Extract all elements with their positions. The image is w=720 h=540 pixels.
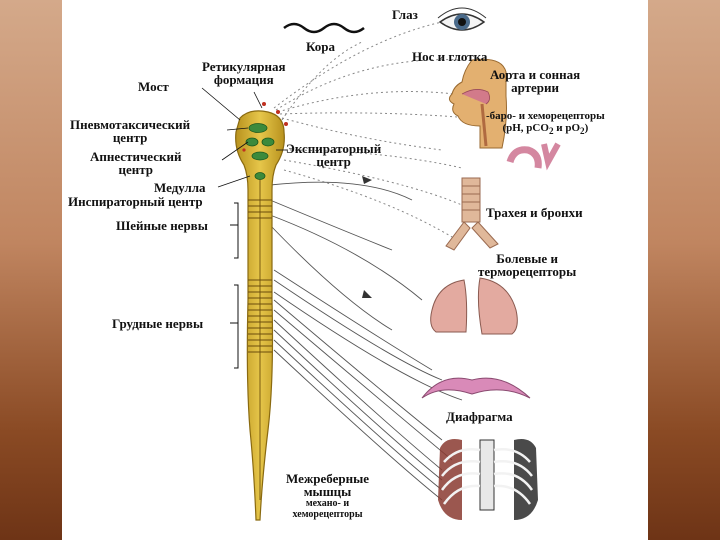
label-cortex: Кора <box>306 39 336 54</box>
label-inspiratory-center: Инспираторный центр <box>68 194 203 209</box>
ribcage-illustration <box>438 439 538 520</box>
label-reticular-formation: Ретикулярная формация <box>202 60 285 86</box>
label-apneustic-line2: центр <box>118 162 153 177</box>
label-baro-ph-pco: (pH, pCO <box>502 122 549 134</box>
diagram-graphics <box>201 7 561 521</box>
label-diaphragm: Диафрагма <box>446 409 513 424</box>
label-expiratory-line1: Экспираторный <box>286 141 382 156</box>
label-pain-line1: Болевые и <box>496 251 558 266</box>
head-illustration <box>448 58 507 149</box>
label-baro-po: и pO <box>553 122 581 134</box>
receptor-dots <box>242 102 288 152</box>
label-aorta: Аорта и сонная артерии <box>490 68 580 94</box>
respiratory-centers <box>245 123 275 180</box>
lungs-illustration <box>430 277 518 335</box>
label-expiratory-line2: центр <box>316 154 351 169</box>
label-intercostal-line1: Межреберные <box>286 471 370 486</box>
brackets <box>230 202 239 369</box>
diaphragm-illustration <box>421 377 531 399</box>
leader-lines <box>201 87 288 188</box>
label-pain-line2: терморецепторы <box>478 264 577 279</box>
label-intercostal-line2: мышцы <box>303 484 352 499</box>
slide-canvas: Глаз Кора Ретикулярная формация Мост Нос… <box>62 0 648 540</box>
label-eye: Глаз <box>392 7 418 22</box>
nerve-arrows <box>362 176 372 298</box>
label-pneumotaxic-center: Пневмотаксический центр <box>70 118 190 144</box>
label-apneustic-line1: Апнестический <box>90 149 182 164</box>
label-aorta-line1: Аорта и сонная <box>490 67 581 82</box>
label-baro-sub2: 2 <box>580 126 585 137</box>
nerve-roots <box>248 199 272 353</box>
trachea-illustration <box>445 177 499 251</box>
label-intercostal-muscles: Межреберные мышцы механо- и хеморецептор… <box>286 472 369 520</box>
label-baro-chemoreceptors: -баро- и хеморецепторы (pH, pCO2 и pO2) <box>486 110 605 137</box>
label-reticular-line1: Ретикулярная <box>202 59 286 74</box>
label-pneumo-line2: центр <box>112 130 148 145</box>
label-reticular-line2: формация <box>213 72 274 87</box>
label-cervical-nerves: Шейные нервы <box>116 218 208 233</box>
label-thoracic-nerves: Грудные нервы <box>112 316 204 331</box>
label-pons: Мост <box>138 79 169 94</box>
eye-icon <box>437 7 487 31</box>
label-intercostal-line4: хеморецепторы <box>292 509 363 520</box>
label-baro-line2: (pH, pCO2 и pO2) <box>486 122 605 137</box>
label-pneumo-line1: Пневмотаксический <box>70 117 191 132</box>
label-baro-line1: -баро- и хеморецепторы <box>486 110 605 122</box>
label-medulla: Медулла <box>154 180 206 195</box>
cortex-line <box>283 22 365 34</box>
label-baro-end: ) <box>584 122 589 134</box>
label-pain-thermoreceptors: Болевые и терморецепторы <box>478 252 576 278</box>
label-trachea-bronchi: Трахея и бронхи <box>486 205 583 220</box>
label-baro-sub1: 2 <box>548 126 554 137</box>
label-apneustic-center: Апнестический центр <box>90 150 181 176</box>
efferent-nerve-lines <box>269 181 463 501</box>
label-expiratory-center: Экспираторный центр <box>286 142 381 168</box>
label-intercostal-line3: механо- и <box>305 498 350 509</box>
label-nose-throat: Нос и глотка <box>412 49 488 64</box>
aorta-illustration <box>506 142 561 171</box>
label-aorta-line2: артерии <box>511 80 560 95</box>
